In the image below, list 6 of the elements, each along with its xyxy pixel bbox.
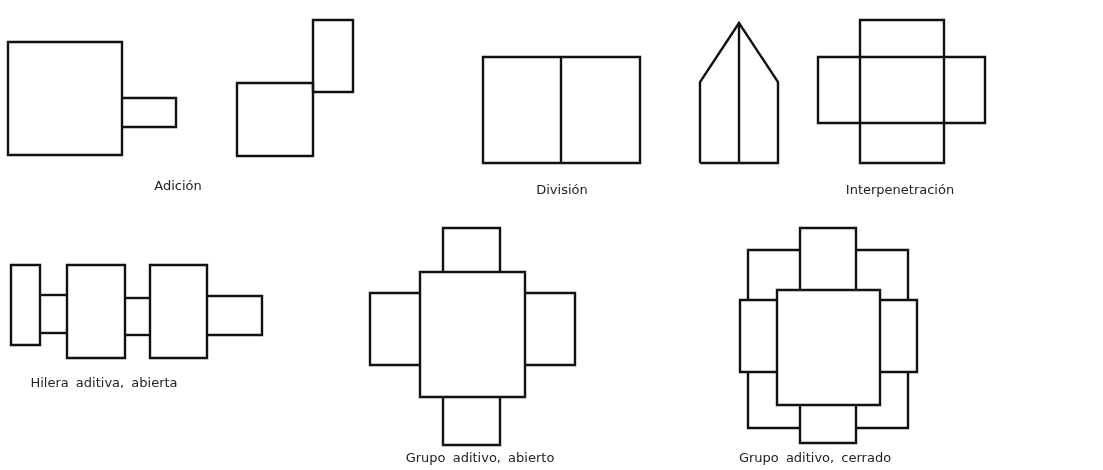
caption: División [536,182,588,197]
caption: Interpenetración [845,182,955,197]
caption: Hilera aditiva, abierta [30,375,178,390]
caption: Grupo aditivo, cerrado [738,450,892,465]
caption: Grupo aditivo, abierto [405,450,555,465]
caption: Adición [154,178,202,193]
